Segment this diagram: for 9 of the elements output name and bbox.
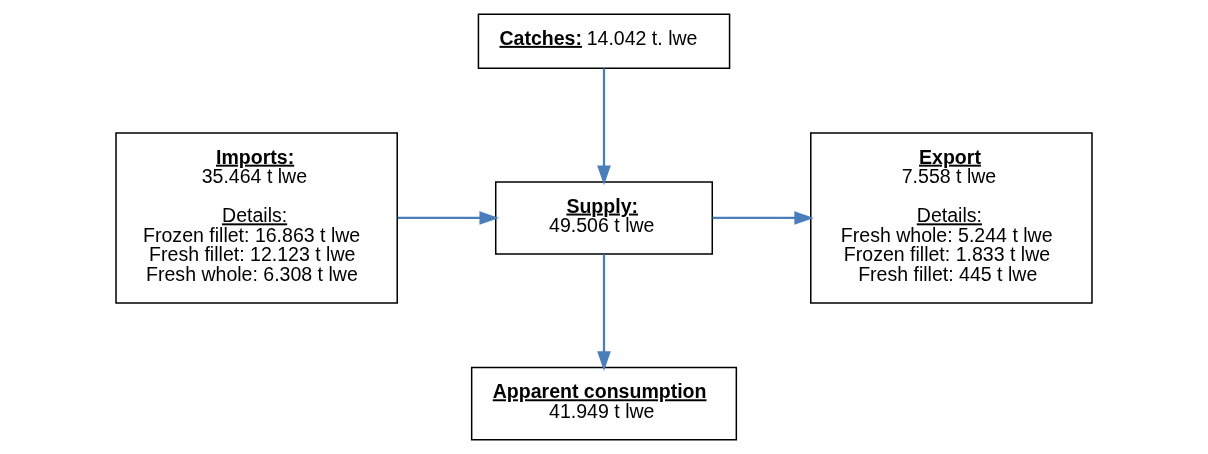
node-box: Apparent consumption 41.949 t lwe (470, 366, 738, 441)
node-box: Export 7.558 t lwe Details: Fresh whole: 5.244 t lwe Frozen fillet: 1.833 t lwe Fresh fillet: 445 t lwe (810, 132, 1093, 304)
node-box: Catches: 14.042 t. lwe (477, 13, 731, 70)
node-box: Supply: 49.506 t lwe (495, 181, 713, 255)
arrow (597, 68, 611, 186)
arrow (397, 211, 500, 225)
arrow (712, 211, 814, 225)
arrow (597, 254, 611, 371)
node-box: Imports: 35.464 t lwe Details: Frozen fillet: 16.863 t lwe Fresh fillet: 12.123 t lwe Fresh whole: 6.308 t lwe (115, 132, 398, 304)
